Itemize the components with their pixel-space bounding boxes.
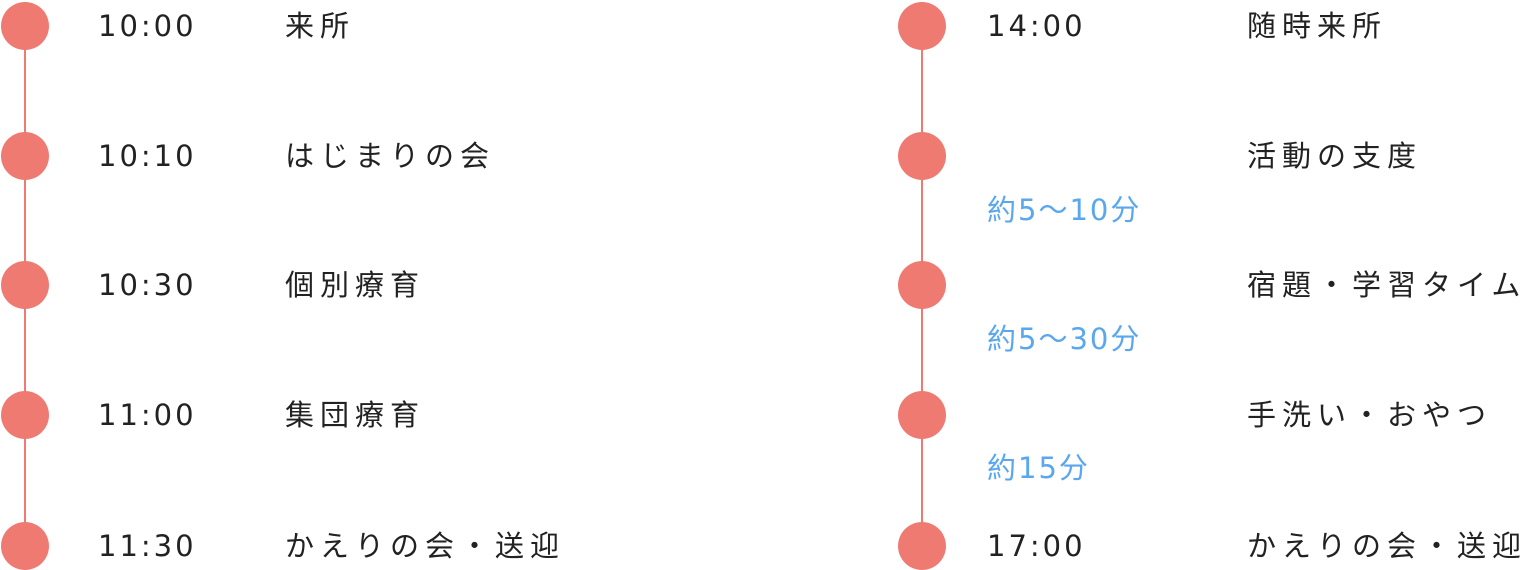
timeline-dot: [898, 391, 946, 439]
timeline-dot: [1, 132, 49, 180]
schedule-activity: かえりの会・送迎: [1247, 529, 1528, 563]
schedule-activity: 宿題・学習タイム: [1247, 268, 1527, 302]
schedule-activity: かえりの会・送迎: [285, 529, 566, 563]
schedule-row: 17:00 かえりの会・送迎: [897, 520, 1530, 570]
duration-label: 約5〜30分: [987, 322, 1142, 356]
schedule-time: 10:00: [98, 9, 197, 43]
schedule-row: 10:30 個別療育: [0, 259, 860, 309]
timeline-dot: [1, 522, 49, 570]
schedule-row: 10:10 はじまりの会: [0, 130, 860, 180]
schedule-row: 10:00 来所: [0, 0, 860, 50]
schedule-activity: 手洗い・おやつ: [1247, 398, 1493, 432]
timeline-dot: [898, 522, 946, 570]
afternoon-schedule: 14:00 随時来所 活動の支度 約5〜10分 宿題・学習タイム 約5〜30分 …: [897, 0, 1530, 570]
timeline-dot: [1, 391, 49, 439]
schedule-row: 宿題・学習タイム: [897, 259, 1530, 309]
schedule-time: 17:00: [987, 529, 1086, 563]
schedule-activity: 個別療育: [285, 268, 426, 302]
schedule-row: 11:00 集団療育: [0, 389, 860, 439]
schedule-activity: 活動の支度: [1247, 139, 1423, 173]
schedule-row: 11:30 かえりの会・送迎: [0, 520, 860, 570]
duration-label: 約5〜10分: [987, 193, 1142, 227]
schedule-time: 10:10: [98, 139, 197, 173]
schedule-activity: 集団療育: [285, 398, 426, 432]
schedule-time: 10:30: [98, 268, 197, 302]
duration-label: 約15分: [987, 451, 1090, 485]
schedule-time: 14:00: [987, 9, 1086, 43]
schedule-time: 11:30: [98, 529, 197, 563]
timeline-dot: [898, 132, 946, 180]
schedule-activity: 随時来所: [1247, 9, 1388, 43]
schedule-activity: 来所: [285, 9, 356, 43]
timeline-dot: [1, 261, 49, 309]
timeline-dot: [898, 261, 946, 309]
morning-schedule: 10:00 来所 10:10 はじまりの会 10:30 個別療育 11:00 集…: [0, 0, 860, 570]
schedule-row: 14:00 随時来所: [897, 0, 1530, 50]
schedule-row: 活動の支度: [897, 130, 1530, 180]
timeline-dot: [1, 2, 49, 50]
timeline-dot: [898, 2, 946, 50]
schedule-time: 11:00: [98, 398, 197, 432]
schedule-activity: はじまりの会: [285, 139, 496, 173]
schedule-row: 手洗い・おやつ: [897, 389, 1530, 439]
